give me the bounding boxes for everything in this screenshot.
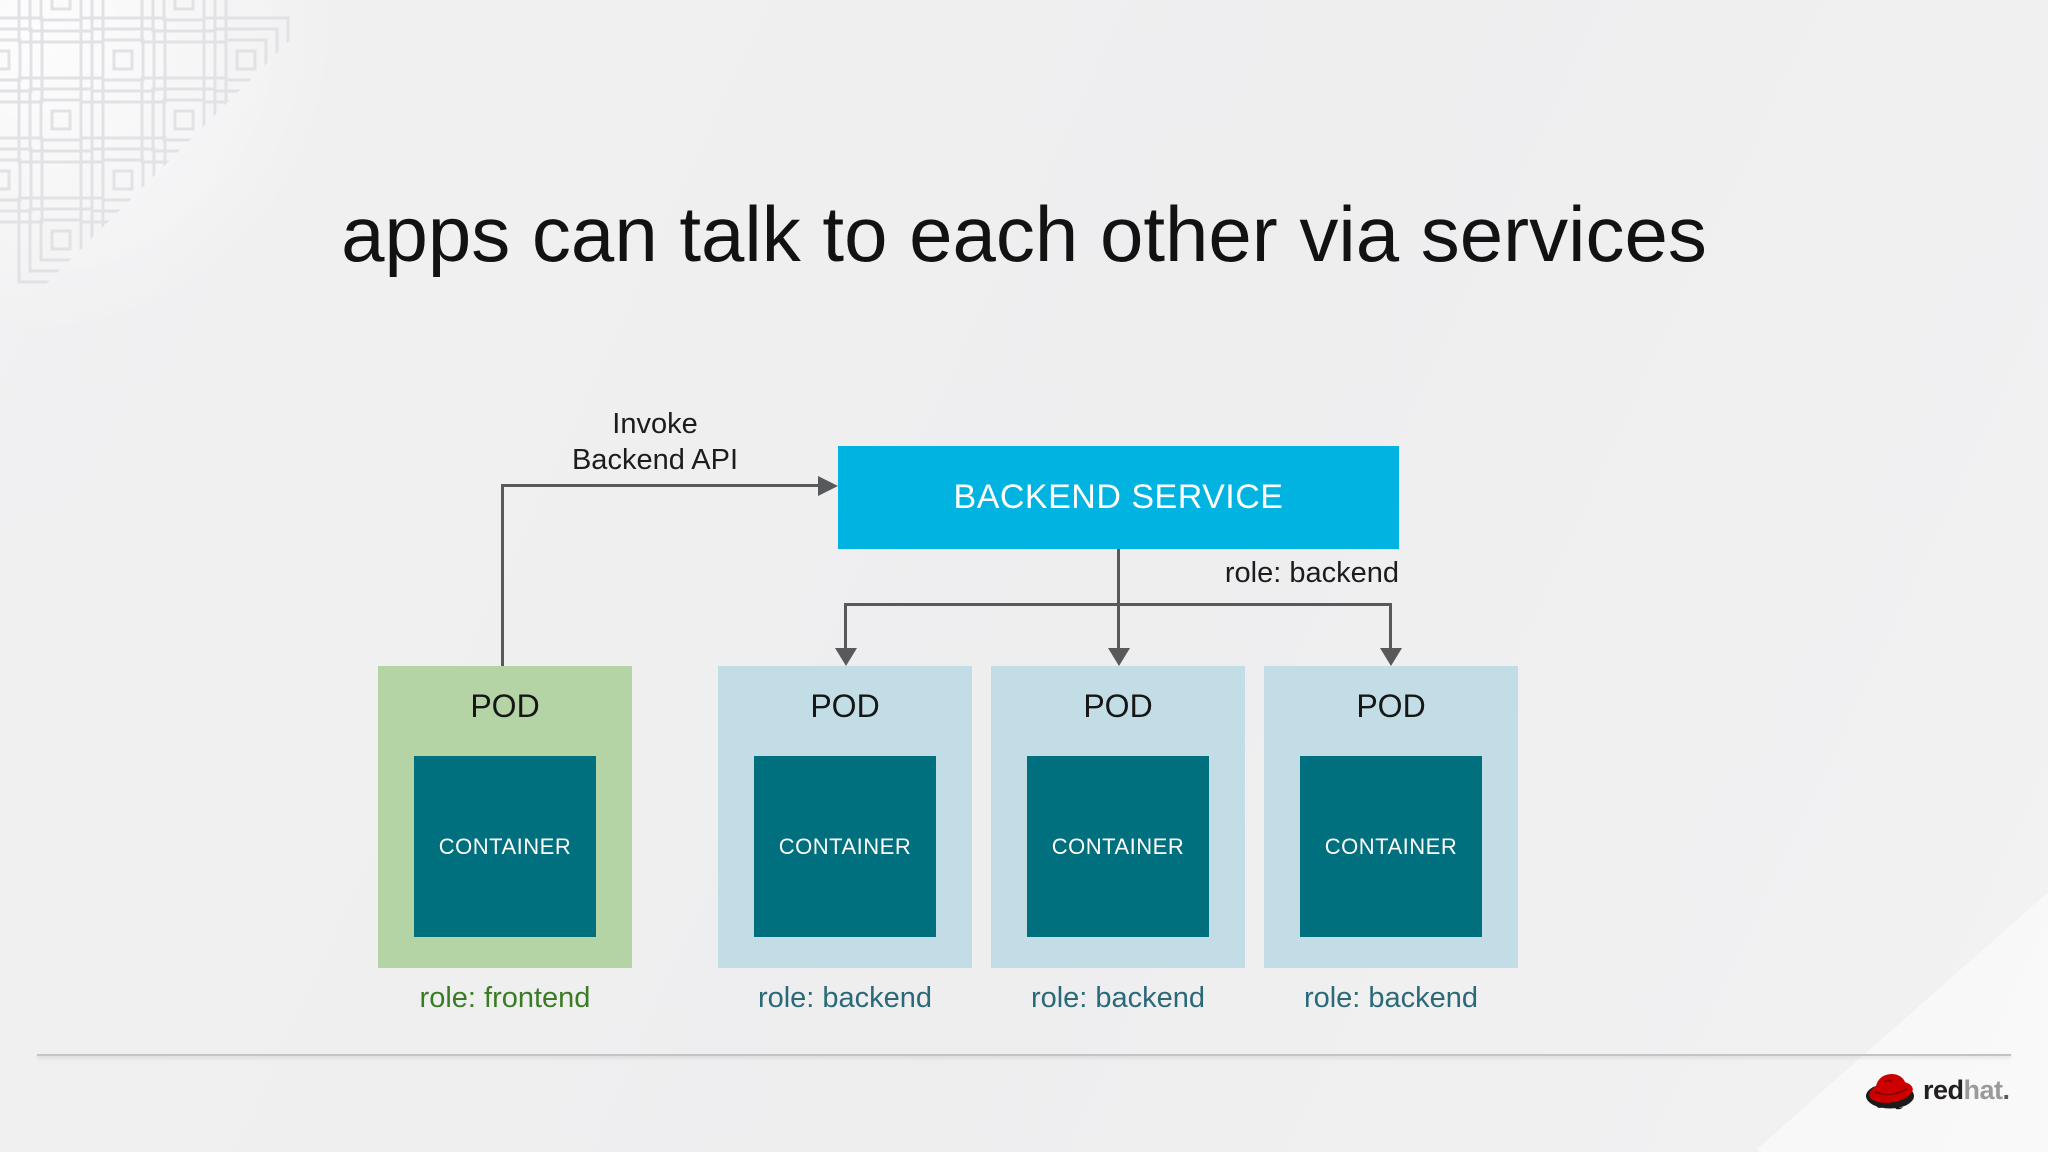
corner-squares-pattern bbox=[0, 0, 330, 330]
service-connector-stem bbox=[1117, 549, 1120, 606]
redhat-logo: redhat. bbox=[1864, 1066, 2010, 1114]
arrowhead-right-icon bbox=[818, 476, 838, 496]
frontend-to-service-arrow-horizontal bbox=[501, 484, 819, 487]
frontend-to-service-arrow-vertical bbox=[501, 485, 504, 666]
pod-backend-2: POD CONTAINER role: backend bbox=[991, 666, 1245, 1015]
logo-trademark-dot: . bbox=[2002, 1074, 2011, 1105]
pod-label: POD bbox=[1083, 688, 1153, 724]
pod-role-label: role: backend bbox=[757, 982, 933, 1014]
invoke-label-line1: Invoke bbox=[612, 408, 698, 440]
service-connector-drop-2 bbox=[1117, 603, 1120, 649]
container-box: CONTAINER bbox=[1027, 756, 1209, 937]
backend-service-box: BACKEND SERVICE bbox=[838, 446, 1399, 549]
footer-divider bbox=[37, 1054, 2011, 1056]
pod-role-label: role: frontend bbox=[419, 982, 591, 1014]
service-role-label: role: backend bbox=[1224, 557, 1399, 589]
arrowhead-down-icon bbox=[1380, 648, 1402, 666]
arrowhead-down-icon bbox=[1108, 648, 1130, 666]
invoke-backend-api-label: Invoke Backend API bbox=[500, 406, 810, 478]
diagonal-band-decoration bbox=[1757, 553, 2048, 1152]
pod-frontend: POD CONTAINER role: frontend bbox=[378, 666, 632, 1015]
pod-box: POD CONTAINER bbox=[1264, 666, 1518, 968]
container-box: CONTAINER bbox=[754, 756, 936, 937]
container-label: CONTAINER bbox=[1324, 833, 1458, 859]
pod-box: POD CONTAINER bbox=[378, 666, 632, 968]
pod-box: POD CONTAINER bbox=[991, 666, 1245, 968]
pod-label: POD bbox=[470, 688, 540, 724]
service-connector-drop-3 bbox=[1389, 603, 1392, 649]
container-label: CONTAINER bbox=[438, 833, 572, 859]
arrowhead-down-icon bbox=[835, 648, 857, 666]
pod-backend-1: POD CONTAINER role: backend bbox=[718, 666, 972, 1015]
redhat-fedora-icon bbox=[1866, 1074, 1914, 1110]
pod-label: POD bbox=[810, 688, 880, 724]
pod-role-label: role: backend bbox=[1030, 982, 1206, 1014]
invoke-label-line2: Backend API bbox=[571, 444, 739, 476]
page-title: apps can talk to each other via services bbox=[341, 190, 1707, 278]
pod-backend-3: POD CONTAINER role: backend bbox=[1264, 666, 1518, 1015]
container-box: CONTAINER bbox=[1300, 756, 1482, 937]
backend-service-label: BACKEND SERVICE bbox=[953, 478, 1284, 516]
pod-box: POD CONTAINER bbox=[718, 666, 972, 968]
logo-text-red: red bbox=[1923, 1074, 1964, 1105]
container-box: CONTAINER bbox=[414, 756, 596, 937]
redhat-wordmark: redhat. bbox=[1923, 1075, 2010, 1106]
pod-role-label: role: backend bbox=[1303, 982, 1479, 1014]
container-label: CONTAINER bbox=[1051, 833, 1185, 859]
pod-label: POD bbox=[1356, 688, 1426, 724]
service-connector-drop-1 bbox=[844, 603, 847, 649]
container-label: CONTAINER bbox=[778, 833, 912, 859]
logo-text-hat: hat bbox=[1963, 1074, 2004, 1105]
